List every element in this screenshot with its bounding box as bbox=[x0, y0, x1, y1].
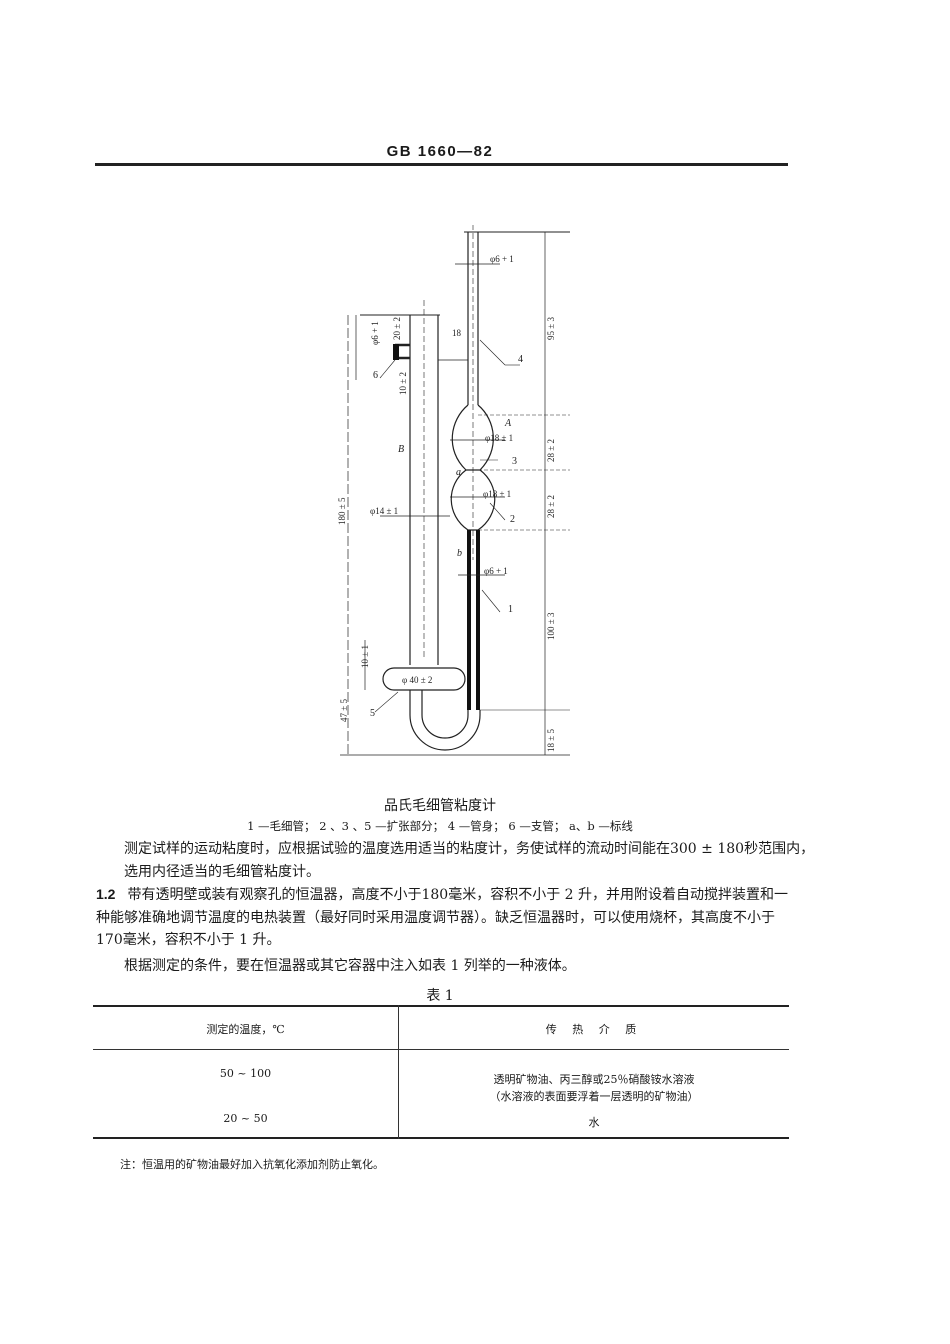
svg-text:47 ± 5: 47 ± 5 bbox=[339, 699, 349, 722]
svg-text:B: B bbox=[398, 444, 404, 455]
svg-text:95 ± 3: 95 ± 3 bbox=[546, 317, 556, 340]
svg-text:φ18 ± 1: φ18 ± 1 bbox=[485, 433, 513, 443]
table-cell-medium: 水 bbox=[588, 1116, 600, 1129]
svg-text:1: 1 bbox=[508, 604, 513, 615]
table-note: 注：恒温用的矿物油最好加入抗氧化添加剂防止氧化。 bbox=[120, 1158, 384, 1171]
table-rule-header bbox=[93, 1049, 789, 1050]
svg-text:28 ± 2: 28 ± 2 bbox=[546, 439, 556, 462]
svg-text:10 ± 2: 10 ± 2 bbox=[398, 372, 408, 395]
svg-text:18: 18 bbox=[452, 328, 462, 338]
document-header-title: GB 1660—82 bbox=[386, 143, 494, 160]
svg-text:φ6 + 1: φ6 + 1 bbox=[370, 321, 380, 345]
table-column-divider bbox=[398, 1005, 399, 1139]
svg-text:φ6 + 1: φ6 + 1 bbox=[484, 566, 508, 576]
table-cell-medium: 透明矿物油、丙三醇或25％硝酸铵水溶液 （水溶液的表面要浮着一层透明的矿物油） bbox=[399, 1071, 789, 1105]
table-rule-top bbox=[93, 1005, 789, 1007]
svg-text:180 ± 5: 180 ± 5 bbox=[337, 497, 347, 525]
section-number: 1.2 bbox=[96, 886, 116, 902]
svg-text:b: b bbox=[457, 548, 462, 559]
paragraph-viscometer-selection: 测定试样的运动粘度时，应根据试验的温度选用适当的粘度计，务使试样的流动时间能在3… bbox=[124, 841, 815, 880]
table-header-medium: 传 热 介 质 bbox=[545, 1023, 643, 1036]
table-cell-medium-line: 透明矿物油、丙三醇或25％硝酸铵水溶液 bbox=[493, 1073, 695, 1086]
figure-caption: 品氏毛细管粘度计 bbox=[384, 798, 496, 814]
svg-text:20 ± 2: 20 ± 2 bbox=[392, 317, 402, 340]
paragraph-liquid: 根据测定的条件，要在恒温器或其它容器中注入如表 1 列举的一种液体。 bbox=[124, 958, 576, 974]
paragraph-thermostat-text: 带有透明壁或装有观察孔的恒温器，高度不小于180毫米，容积不小于 2 升，并用附… bbox=[96, 887, 788, 948]
table-title: 表 1 bbox=[426, 988, 454, 1004]
svg-text:100 ± 3: 100 ± 3 bbox=[546, 612, 556, 640]
svg-text:a: a bbox=[456, 467, 461, 478]
viscometer-diagram: φ6 + 1 18 4 A B φ18 ± 1 3 a φ18 ± 1 2 φ1… bbox=[330, 215, 600, 765]
svg-text:A: A bbox=[504, 418, 512, 429]
table-header-temperature: 测定的温度，℃ bbox=[206, 1023, 285, 1036]
svg-text:2: 2 bbox=[510, 514, 515, 525]
header-rule bbox=[95, 163, 788, 166]
table-cell-temp: 20 ~ 50 bbox=[223, 1112, 268, 1125]
svg-text:φ14 ± 1: φ14 ± 1 bbox=[370, 506, 398, 516]
svg-text:6: 6 bbox=[373, 370, 378, 381]
table-cell-temp: 50 ~ 100 bbox=[219, 1067, 272, 1080]
svg-text:φ 40 ± 2: φ 40 ± 2 bbox=[402, 675, 432, 685]
heat-medium-table: 测定的温度，℃ 传 热 介 质 50 ~ 100 透明矿物油、丙三醇或25％硝酸… bbox=[93, 1005, 789, 1139]
svg-text:10 ± 1: 10 ± 1 bbox=[360, 645, 370, 668]
table-cell-medium-line: （水溶液的表面要浮着一层透明的矿物油） bbox=[489, 1090, 699, 1103]
svg-text:φ6 + 1: φ6 + 1 bbox=[490, 254, 514, 264]
figure-legend: 1 —毛细管； 2 、3 、5 —扩张部分； 4 —管身； 6 —支管； a、b… bbox=[247, 819, 633, 833]
svg-text:φ18 ± 1: φ18 ± 1 bbox=[483, 489, 511, 499]
table-rule-bottom bbox=[93, 1137, 789, 1139]
svg-text:4: 4 bbox=[518, 354, 523, 365]
svg-text:28 ± 2: 28 ± 2 bbox=[546, 495, 556, 518]
svg-text:5: 5 bbox=[370, 708, 375, 719]
svg-text:18 ± 5: 18 ± 5 bbox=[546, 729, 556, 752]
svg-text:3: 3 bbox=[512, 456, 517, 467]
